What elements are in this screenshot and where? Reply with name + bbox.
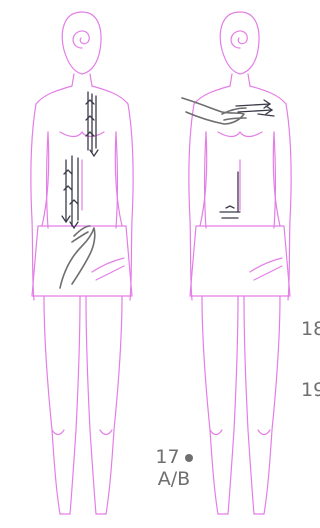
- figure-b-back-view: [189, 12, 291, 514]
- spine-stroke-arrows-upper: [86, 92, 98, 156]
- figure-a-back-view: [31, 12, 133, 514]
- lower-back-stroke-arrows: [62, 156, 78, 228]
- bullet-dot-icon: [185, 454, 193, 462]
- panel-letters: A/B: [158, 468, 190, 490]
- hand-lower-back-left-figure: [60, 228, 95, 288]
- lower-back-marks: [220, 172, 240, 218]
- panel-label: 17 A/B: [148, 446, 200, 490]
- panel-number: 17: [155, 446, 179, 468]
- side-label-19: 19: [301, 379, 320, 401]
- side-label-18: 18: [301, 318, 320, 340]
